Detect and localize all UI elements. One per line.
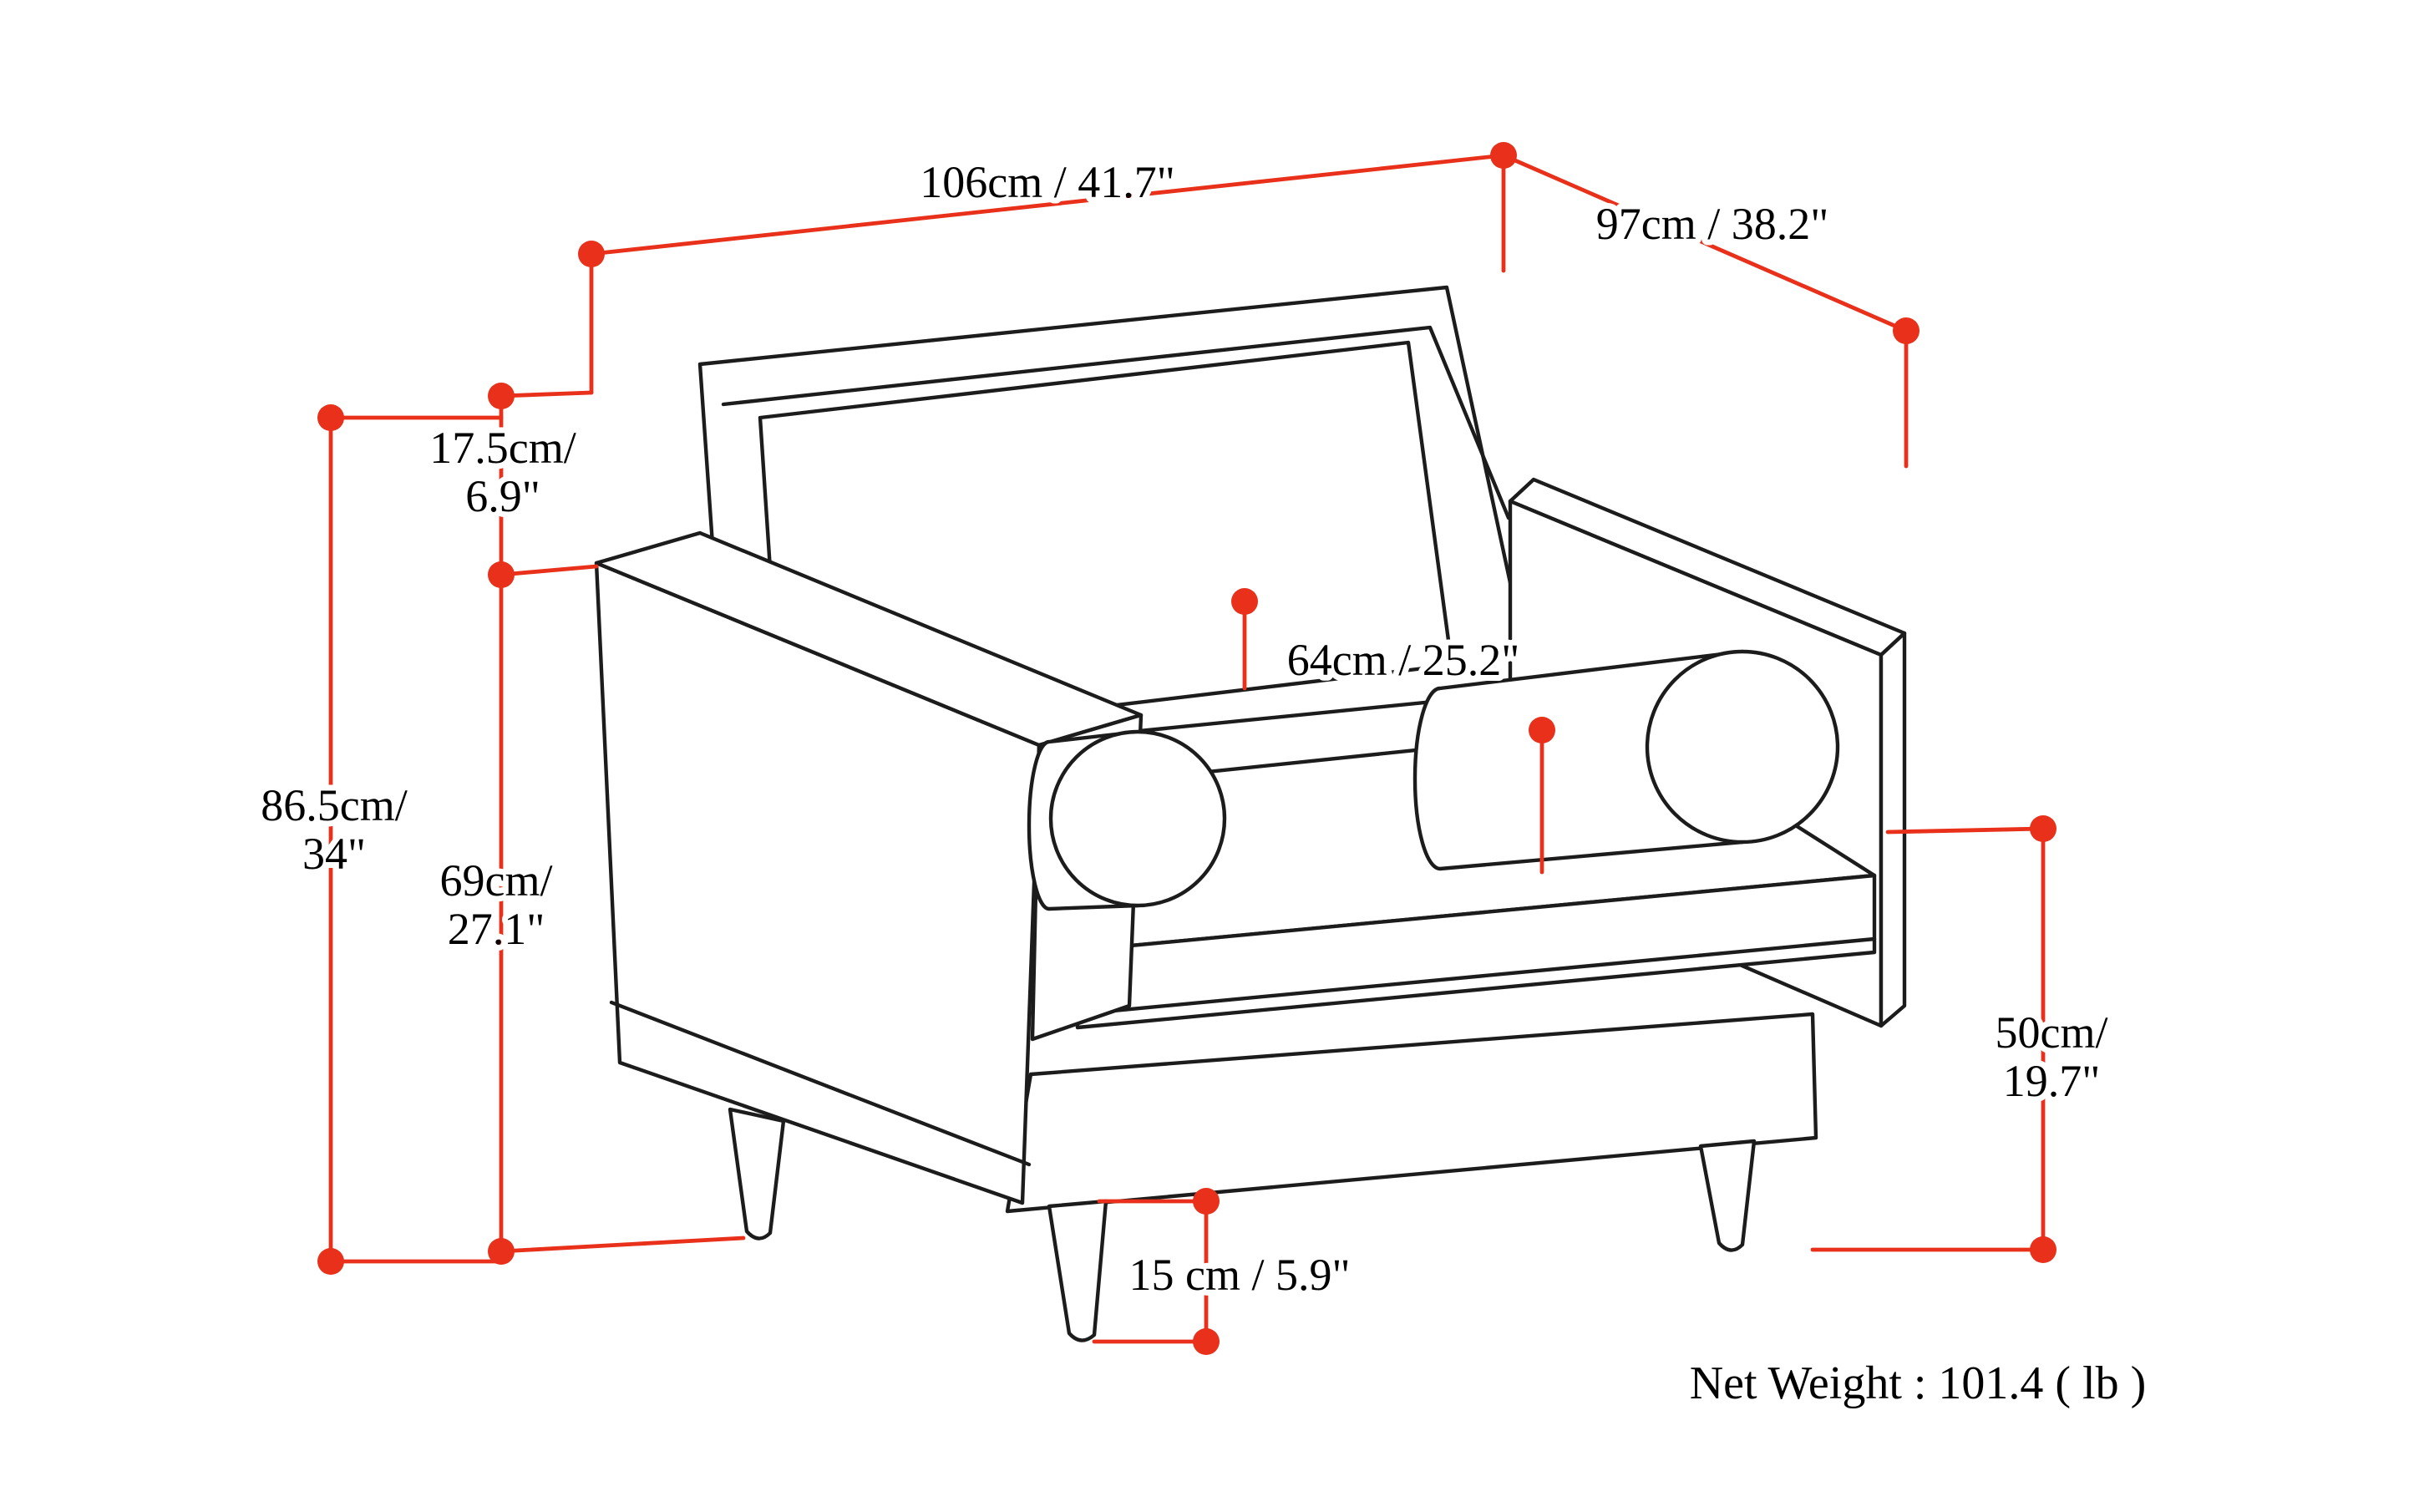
dimension-endpoint-dot	[488, 383, 515, 409]
dimension-label-leg-height: 15 cm / 5.9"	[1128, 1250, 1350, 1300]
dimension-endpoint-dot	[317, 404, 344, 431]
dimension-endpoint-dot	[1193, 1328, 1220, 1355]
dimension-endpoint-dot	[1193, 1188, 1220, 1215]
dimension-line-depth	[1501, 153, 1909, 333]
dimension-endpoint-dot	[1893, 317, 1920, 344]
dimension-label-arm-height-in: 27.1"	[448, 904, 545, 954]
dimension-label-arm-height-cm: 69cm/	[440, 855, 553, 906]
chair-left-base-rail-line	[609, 1000, 1032, 1167]
dimension-endpoint-dot	[488, 1238, 515, 1265]
dimension-label-overall-height-in: 34"	[302, 829, 366, 879]
chair-back-frame-inner-edge	[721, 325, 1511, 520]
dimension-label-width: 106cm / 41.7"	[920, 157, 1175, 207]
chair-right-bolster-end	[1645, 649, 1840, 845]
chair-leg-back-left	[728, 1107, 786, 1241]
dimension-endpoint-dot	[578, 241, 605, 267]
chair-right-arm-front-face	[1879, 631, 1907, 1028]
dimension-endpoint-dot	[1231, 588, 1258, 615]
dimension-labels: 106cm / 41.7" 97cm / 38.2" 17.5cm/ 6.9" …	[255, 151, 2147, 1409]
chair-base-rail-front	[1005, 1012, 1818, 1214]
dimension-line-width	[589, 153, 1506, 256]
dimension-label-seat-height-cm: 50cm/	[1996, 1007, 2108, 1058]
dimension-endpoints	[317, 142, 2056, 1355]
dimension-lines	[328, 153, 2046, 1344]
dimension-endpoint-dot	[2030, 815, 2056, 842]
dimension-label-overall-height-cm: 86.5cm/	[261, 780, 407, 830]
dimension-ext-back-top-upper	[499, 390, 594, 398]
chair-leg-front-right	[1698, 1139, 1757, 1252]
dimension-label-seat-width: 64cm / 25.2"	[1287, 635, 1520, 685]
dimension-label-depth: 97cm / 38.2"	[1596, 199, 1829, 249]
dimension-label-back-top-in: 6.9"	[465, 471, 540, 521]
net-weight-label: Net Weight : 101.4 ( lb )	[1690, 1357, 2147, 1409]
dimension-endpoint-dot	[317, 1248, 344, 1275]
dimension-ext-seat-height-top	[1885, 826, 2046, 835]
dimension-label-back-top-cm: 17.5cm/	[429, 423, 576, 473]
dimension-endpoint-dot	[2030, 1236, 2056, 1263]
dimension-endpoint-dot	[1529, 717, 1555, 743]
dimension-endpoint-dot	[488, 561, 515, 588]
dimension-ext-back-top-lower	[499, 564, 599, 577]
chair-left-bolster-end	[1048, 729, 1227, 908]
dimension-ext-arm-height-bottom	[499, 1235, 746, 1254]
chair-leg-front-left	[1047, 1199, 1108, 1342]
chair-drawing	[594, 285, 1907, 1342]
chair-seat-piping-seam	[1075, 936, 1877, 1017]
dimension-label-seat-height-in: 19.7"	[2003, 1056, 2101, 1106]
dimension-endpoint-dot	[1490, 142, 1517, 169]
